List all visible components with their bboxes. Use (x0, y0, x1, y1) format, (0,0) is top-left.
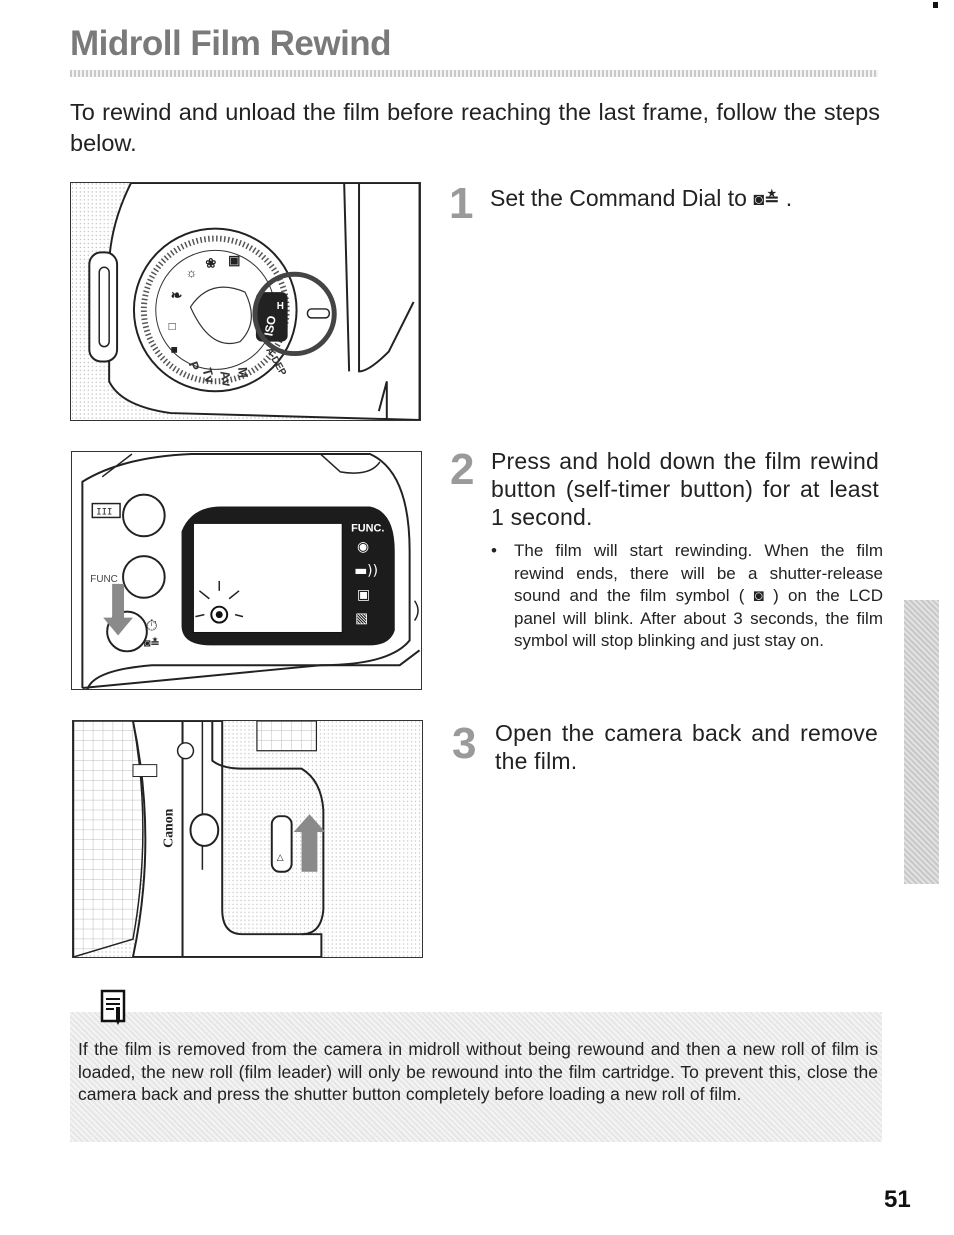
memo-icon (100, 989, 126, 1025)
lcd-panel-illustration: FUNC. ◉ ▬)) ▣ ▧ III FUNC ⏱ ◙≛ (71, 451, 422, 690)
step-1-text: Set the Command Dial to ◙≛ . (490, 184, 880, 213)
lcd-side-icons: ◉ ▬)) ▣ ▧ (354, 539, 378, 626)
step-1-text-before: Set the Command Dial to (490, 185, 747, 211)
intro-paragraph: To rewind and unload the film before rea… (70, 99, 880, 156)
press-arrow (103, 583, 133, 636)
bullet-dot: • (491, 541, 497, 560)
dial-label-iso: ISO (261, 315, 278, 338)
svg-text:■: ■ (171, 343, 178, 357)
command-dial-illustration: ❧ ☼ ❀ ▣ □ ■ P Tv Av M A-DEP ISO H (70, 182, 421, 421)
film-rewind-symbol-icon: ◙≛ (753, 189, 780, 209)
slide-up-arrow (293, 814, 326, 872)
svg-text:❧: ❧ (171, 287, 183, 303)
top-button (122, 493, 166, 538)
step-2-bullet: • The film will start rewinding. When th… (491, 540, 883, 653)
rewind-icon: ◙≛ (144, 635, 160, 649)
step-2-number: 2 (450, 445, 475, 494)
svg-text:◉: ◉ (357, 539, 369, 555)
camera-back-illustration: Canon △ (72, 720, 423, 958)
self-timer-icon: ⏱ (146, 616, 158, 634)
step-2-bullet-text: The film will start rewinding. When the … (514, 541, 883, 650)
svg-text:▣: ▣ (357, 587, 370, 603)
step-1-text-after: . (779, 185, 793, 211)
svg-text:▣: ▣ (228, 252, 240, 267)
func-button-label: FUNC (90, 574, 118, 585)
svg-text:□: □ (169, 319, 176, 333)
back-latch (270, 815, 293, 873)
step-2-text: Press and hold down the film rewind butt… (491, 448, 879, 530)
dial-label-tv: Tv (199, 366, 218, 385)
title-rule (70, 70, 878, 77)
section-tab (904, 600, 939, 884)
page-title: Midroll Film Rewind (70, 24, 392, 63)
highlight-circle (252, 271, 337, 357)
func-label: FUNC. (351, 522, 384, 534)
step-3-text: Open the camera back and remove the film… (495, 720, 878, 774)
step-1-number: 1 (449, 179, 474, 228)
svg-text:☼: ☼ (186, 265, 198, 280)
svg-text:▧: ▧ (355, 611, 368, 627)
dial-mode-icons: ❧ ☼ ❀ ▣ □ ■ (169, 252, 241, 356)
corner-mark (933, 2, 938, 8)
svg-text:△: △ (277, 853, 284, 863)
svg-text:III: III (96, 507, 112, 517)
page-number: 51 (884, 1186, 911, 1213)
func-button (122, 555, 166, 599)
dial-label-h: H (277, 301, 284, 312)
svg-text:❀: ❀ (205, 255, 216, 270)
brand-logo: Canon (162, 808, 177, 848)
note-box (70, 1012, 882, 1142)
step-3-number: 3 (452, 719, 477, 768)
dial-label-av: Av (217, 369, 235, 388)
blink-marks (195, 580, 244, 618)
note-text: If the film is removed from the camera i… (78, 1039, 878, 1104)
dial-label-m: M (235, 366, 251, 378)
svg-text:▬)): ▬)) (354, 563, 378, 579)
